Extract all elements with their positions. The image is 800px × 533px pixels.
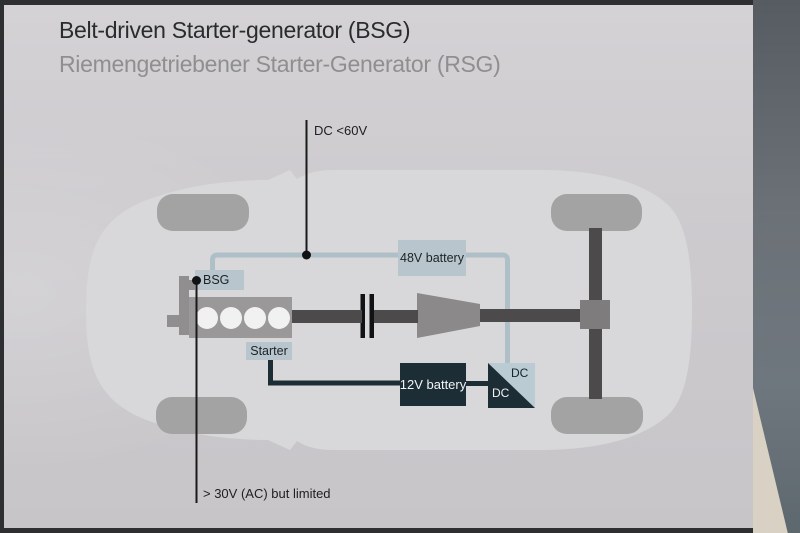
crank-front-stub <box>167 315 181 327</box>
driveshaft <box>480 309 581 322</box>
wire-48v-right <box>466 252 510 363</box>
dc-voltage-annotation: DC <60V <box>314 123 368 138</box>
dc60v-junction-dot <box>302 250 311 260</box>
clutch-disc-left <box>360 294 365 338</box>
shaft-clutch-transmission <box>374 310 418 323</box>
cylinder-4 <box>268 307 290 329</box>
ac-voltage-annotation: > 30V (AC) but limited <box>203 486 331 501</box>
cylinder-1 <box>196 307 218 329</box>
belt-top-stub <box>187 280 198 290</box>
slide-title: Belt-driven Starter-generator (BSG) <box>59 17 411 43</box>
cylinder-3 <box>244 307 266 329</box>
starter-label: Starter <box>246 342 292 360</box>
bsg-label-text: BSG <box>203 273 230 287</box>
slide-subtitle: Riemengetriebener Starter-Generator (RSG… <box>59 51 501 77</box>
clutch-disc-right <box>369 294 374 338</box>
battery-48v-box: 48V battery <box>398 240 466 276</box>
battery-48v-text: 48V battery <box>400 251 464 265</box>
battery-12v-text: 12V battery <box>399 377 467 392</box>
bsg-junction-dot <box>192 276 201 285</box>
battery-12v-box: 12V battery <box>400 363 466 406</box>
differential <box>580 300 610 329</box>
transmission <box>417 293 480 338</box>
starter-label-text: Starter <box>250 344 288 358</box>
wheel-front-right <box>156 397 247 434</box>
belt-drive-bar <box>179 276 189 335</box>
wire-48v-left <box>210 252 398 272</box>
wheel-front-left <box>157 194 249 231</box>
dcdc-low-side-text: DC <box>492 386 510 400</box>
wheel-rear-right <box>551 397 643 434</box>
dcdc-triangle-low <box>488 363 535 408</box>
wheel-rear-left <box>551 194 642 231</box>
bsg-label: BSG <box>195 270 244 290</box>
dcdc-high-side-text: DC <box>511 366 529 380</box>
crankshaft <box>292 310 362 323</box>
wire-12v-starter <box>268 358 400 386</box>
cylinder-2 <box>220 307 242 329</box>
wall-right <box>753 0 800 533</box>
